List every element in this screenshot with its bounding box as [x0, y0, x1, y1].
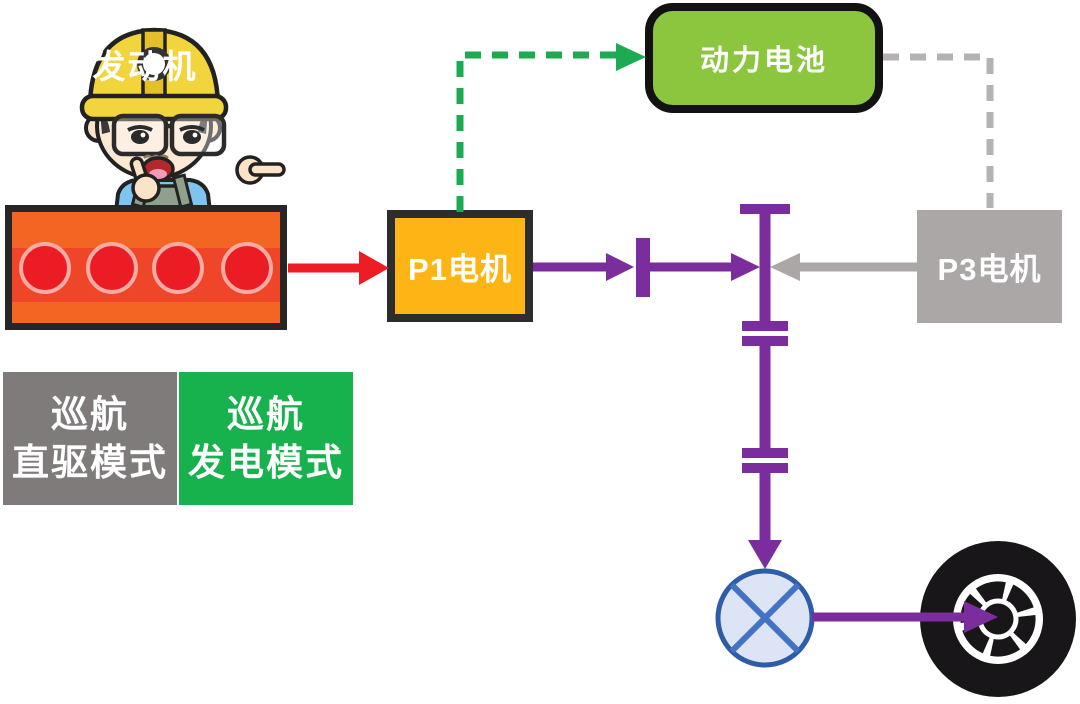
gear-mesh-2-bar-a — [742, 448, 788, 458]
differential-cross-line — [729, 582, 801, 654]
mode-gen-line1: 巡航 — [227, 393, 305, 435]
mode-tag-cruise-generate: 巡航 发电模式 — [179, 372, 353, 505]
engine-label: 发动机 — [92, 48, 198, 85]
gear-mesh-1-bar-a — [742, 321, 788, 331]
engine-to-p1-arrowhead-icon — [359, 251, 389, 285]
shaft-arrowhead-purple-icon — [731, 253, 760, 281]
engine-label-wrap: 发动机 — [55, 40, 235, 88]
p1-motor-label: P1电机 — [408, 251, 512, 287]
p1-to-battery-dashed-line — [456, 51, 616, 212]
battery-node: 动力电池 — [645, 3, 883, 113]
shaft-to-diff-arrowhead-icon — [748, 540, 782, 569]
engine-cylinder-icon — [19, 242, 71, 294]
p3-motor-node: P3电机 — [917, 210, 1062, 323]
mode-tag-cruise-direct: 巡航 直驱模式 — [3, 372, 177, 505]
engineer-mascot-icon — [79, 27, 286, 212]
p1-to-battery-arrowhead-icon — [616, 43, 646, 71]
shaft-arrowhead-gray-icon — [770, 253, 800, 281]
differential-icon — [715, 568, 815, 668]
differential-cross-line — [729, 582, 801, 654]
mode-direct-line2: 直驱模式 — [12, 441, 168, 483]
engine-cylinder-icon — [152, 242, 204, 294]
p3-motor-label: P3电机 — [937, 252, 1042, 287]
gear-mesh-2-bar-b — [742, 463, 788, 473]
mode-gen-line2: 发电模式 — [188, 441, 344, 483]
clutch-arrowhead-icon — [606, 253, 634, 281]
wheel-icon — [920, 541, 1076, 697]
clutch-icon — [636, 238, 650, 297]
diff-to-wheel-arrowhead-icon — [964, 601, 998, 633]
engine-node — [5, 205, 287, 330]
shaft-top-bar — [740, 204, 790, 214]
battery-to-p3-dashed-line — [883, 53, 994, 208]
engine-cylinder-icon — [86, 242, 138, 294]
battery-label: 动力电池 — [699, 45, 828, 77]
mode-direct-line1: 巡航 — [51, 393, 129, 435]
engine-cylinder-icon — [221, 242, 273, 294]
gear-mesh-1-bar-b — [742, 336, 788, 346]
p1-motor-node: P1电机 — [387, 210, 533, 322]
